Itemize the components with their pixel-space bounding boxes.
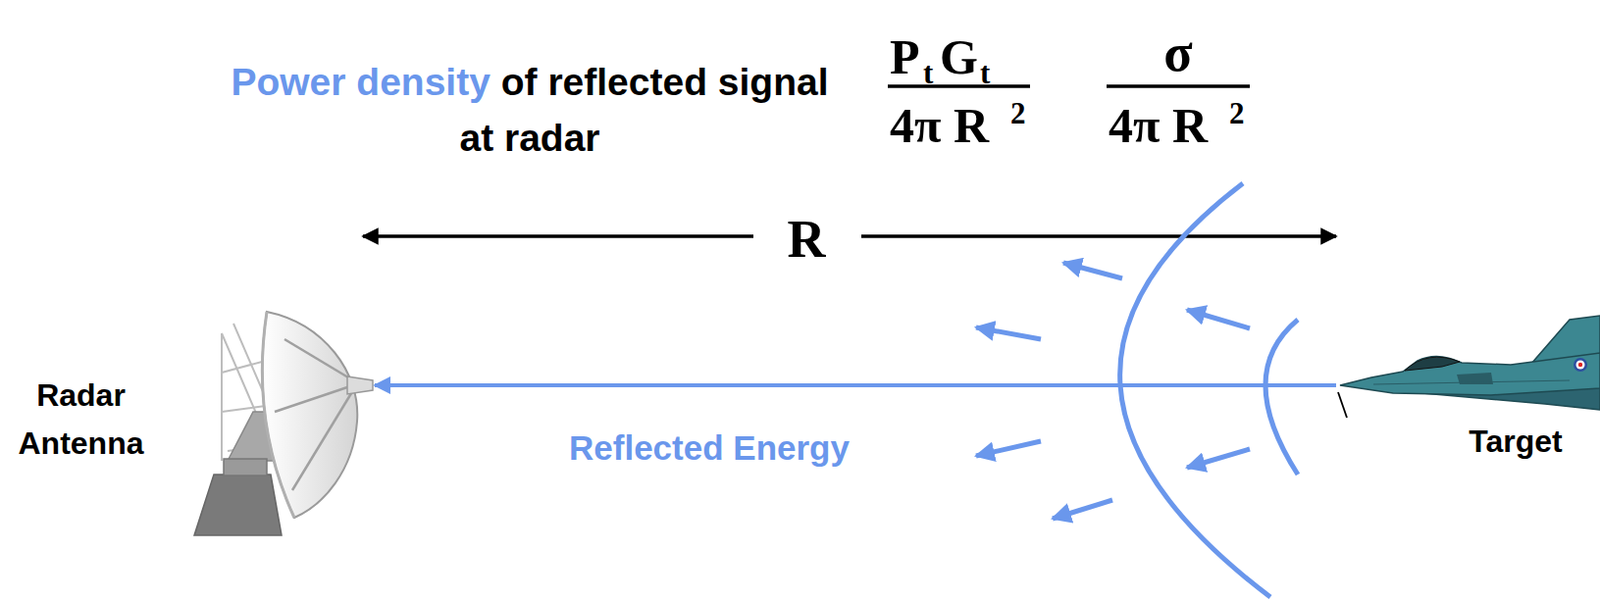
formula-exponent: 2 [1229,98,1245,129]
heading-text: of reflected signal at radar [459,60,828,159]
node-label: Radar Antenna [0,371,162,468]
reflected-signal-arrow [374,383,1337,388]
node-label: Target [1438,424,1594,460]
formula-symbol: σ [1163,26,1192,80]
fraction-bar [1106,84,1250,89]
radar-antenna: Radar Antenna [0,294,375,540]
formula-symbol: 4π R [889,101,989,151]
formula-subscript: t [980,57,990,89]
fraction-bar [887,84,1031,89]
formula-subscript: t [923,57,933,89]
radar-antenna-drawing [194,311,373,536]
formula-symbol: P [889,32,921,82]
dimension-arrow [861,234,1337,239]
range-label: R [783,212,830,266]
formula-exponent: 2 [1010,98,1027,129]
dimension-arrow [362,234,754,239]
wavefront-arc [1265,319,1298,475]
jet-drawing [1338,315,1600,418]
wavefront-arc [1120,183,1271,598]
formula-symbol: 4π R [1108,101,1208,151]
formula-symbol: G [939,32,979,82]
heading-block: Power densityof reflected signal at rada… [217,53,842,166]
scatter-arrows [976,262,1250,519]
target-aircraft: Target [1336,311,1600,465]
edge-label: Reflected Energy [568,427,850,469]
heading-highlight: Power density [230,60,490,104]
